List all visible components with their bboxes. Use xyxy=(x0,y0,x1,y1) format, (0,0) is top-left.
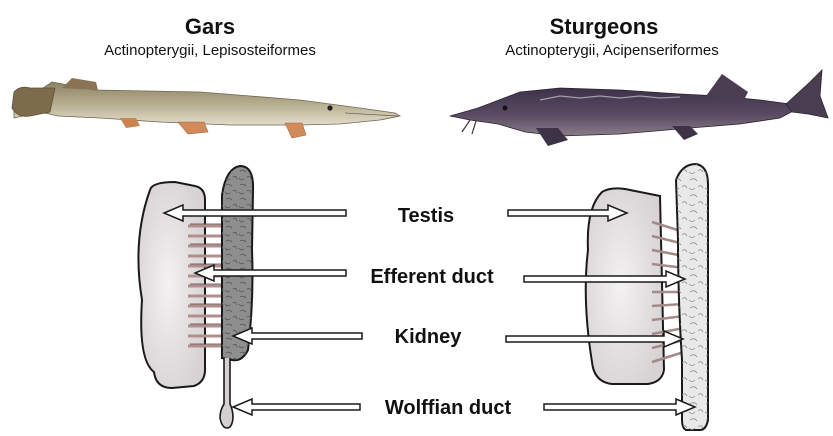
wolffian-arrow-right xyxy=(544,399,695,415)
kidney-label: Kidney xyxy=(395,326,463,348)
gar-fish-image xyxy=(12,78,400,138)
kidney-arrow-left xyxy=(233,328,362,344)
testis-arrow-right xyxy=(508,205,627,221)
sturgeons-subtitle: Actinopterygii, Acipenseriformes xyxy=(505,42,718,59)
gar-gonad-diagram xyxy=(138,166,253,428)
gars-subtitle: Actinopterygii, Lepisosteiformes xyxy=(104,42,316,59)
gars-title: Gars xyxy=(185,14,235,39)
testis-label: Testis xyxy=(398,205,454,227)
wolffian-duct-label: Wolffian duct xyxy=(385,397,512,419)
efferent-duct-label: Efferent duct xyxy=(370,266,494,288)
wolffian-arrow-left xyxy=(233,399,360,415)
sturgeon-fish-image xyxy=(450,70,828,146)
sturgeons-title: Sturgeons xyxy=(550,14,659,39)
sturgeon-gonad-diagram xyxy=(586,164,708,430)
